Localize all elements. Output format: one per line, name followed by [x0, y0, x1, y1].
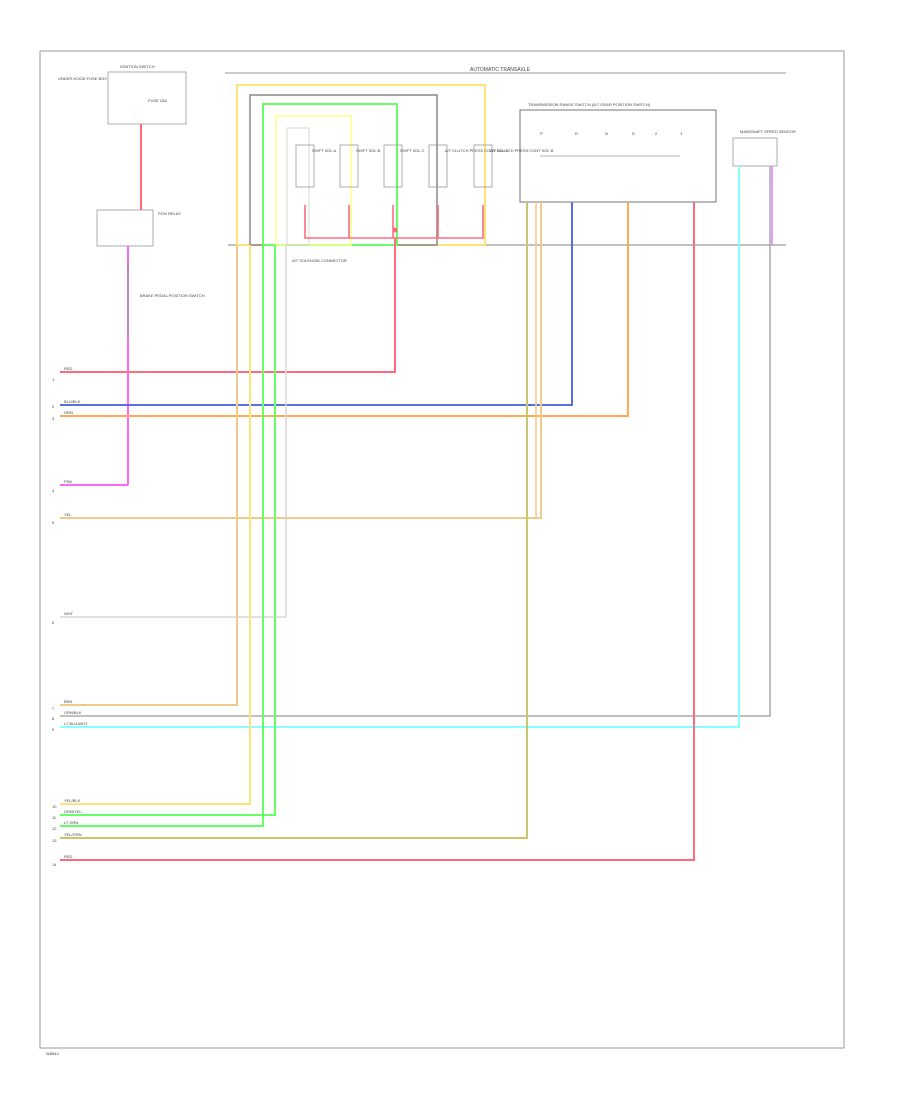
pin-number: 11: [52, 815, 57, 820]
wire-white: [60, 245, 287, 618]
solenoid-outer-yellow: [236, 84, 486, 246]
relay-box: [96, 209, 154, 247]
footer-code: W8844: [46, 1051, 59, 1056]
solenoid-c: SHIFT SOL C: [383, 144, 425, 188]
solenoid-a: SHIFT SOL A: [295, 144, 336, 188]
solenoid-b: SHIFT SOL B: [339, 144, 381, 188]
pin-number: 10: [52, 804, 57, 809]
brake-switch-label: BRAKE PEDAL POSITION SWITCH: [140, 293, 205, 298]
pin-number: 5: [52, 520, 55, 525]
solenoid-inner-green: [262, 103, 398, 246]
pin-number: 8: [52, 716, 55, 721]
speed-sensor-box: [732, 137, 778, 167]
wire-green-11: [60, 245, 276, 816]
wire-color-label: BLU/BLK: [64, 399, 81, 404]
range-switch-box: [519, 109, 717, 203]
wire-cyan: [60, 166, 740, 728]
fuse-box: [107, 71, 187, 125]
pin-number: 6: [52, 620, 55, 625]
range-contact: 2: [655, 131, 658, 136]
wire-gray-8: [60, 166, 771, 717]
solenoid-inner-light: [275, 115, 352, 246]
fuse-box-label: UNDER-HOOD FUSE BOX: [58, 76, 107, 81]
wire-color-label: YEL/GRN: [64, 832, 82, 837]
wire-color-label: PNK: [64, 479, 73, 484]
speed-sensor-title: MAINSHAFT SPEED SENSOR: [740, 129, 796, 134]
solenoid-label: A/T CLUTCH PRESS CONT SOL B: [490, 148, 554, 153]
range-switch-block: TRANSMISSION RANGE SWITCH (A/T GEAR POSI…: [519, 102, 717, 203]
switch-label: IGNITION SWITCH: [120, 64, 155, 69]
wire-tan-7: [60, 245, 238, 706]
solenoid-inner-gray: [249, 94, 438, 246]
range-contact: P: [540, 131, 543, 136]
pin-number: 4: [52, 488, 55, 493]
range-switch-title: TRANSMISSION RANGE SWITCH (A/T GEAR POSI…: [528, 102, 651, 107]
wire-runs: [60, 166, 773, 861]
wire-color-label: RED: [64, 854, 73, 859]
wire-orange: [60, 202, 629, 417]
pin-number: 1: [52, 377, 55, 382]
wire-green-12: [60, 245, 264, 827]
solenoid-inner-gray2: [286, 127, 310, 246]
range-contact: D: [632, 131, 635, 136]
solenoid-label: A/T CLUTCH PRESS CONT SOL A: [445, 148, 508, 153]
relay-label: PCM RELAY: [158, 211, 181, 216]
range-contact: 1: [680, 131, 683, 136]
wire-color-label: LT BLU/WHT: [64, 721, 88, 726]
wire-color-label: LT GRN: [64, 820, 78, 825]
solenoid-e: A/T CLUTCH PRESS CONT SOL B: [473, 144, 554, 188]
wire-olive-13: [60, 202, 528, 839]
wire-color-label: YEL: [64, 512, 72, 517]
wire-color-label: BRN: [64, 699, 73, 704]
wire-blue: [60, 202, 573, 406]
solenoid-label: SHIFT SOL A: [312, 148, 336, 153]
diagram-frame: [39, 50, 845, 1049]
solenoid-red-bus: [304, 205, 484, 239]
wire-tan-5: [60, 202, 542, 519]
left-labels: 1 RED 2 BLU/BLK 3 ORN 4 PNK 5 YEL 6 WHT …: [52, 366, 88, 867]
pin-number: 3: [52, 416, 55, 421]
solenoid-label: SHIFT SOL B: [356, 148, 381, 153]
wire-color-label: GRN/BLK: [64, 710, 82, 715]
wire-color-label: YEL/BLK: [64, 798, 81, 803]
fuse-label: FUSE 15A: [148, 98, 167, 103]
speed-sensor-block: MAINSHAFT SPEED SENSOR: [732, 129, 796, 167]
solenoid-label: SHIFT SOL C: [400, 148, 425, 153]
pin-number: 2: [52, 404, 55, 409]
wire-color-label: RED: [64, 366, 73, 371]
pin-number: 7: [52, 706, 55, 711]
pin-number: 9: [52, 727, 55, 732]
pin-number: 12: [52, 826, 57, 831]
range-contact: N: [605, 131, 608, 136]
solenoid-d: A/T CLUTCH PRESS CONT SOL A: [428, 144, 508, 188]
wire-color-label: ORN: [64, 410, 73, 415]
solenoid-connector-label: A/T SOLENOID CONNECTOR: [292, 258, 347, 263]
wire-red-14: [60, 202, 695, 861]
pin-number: 14: [52, 862, 57, 867]
solenoid-block: A/T SOLENOID CONNECTOR SHIFT SOL A SHIFT…: [236, 84, 554, 263]
wire-color-label: WHT: [64, 611, 74, 616]
wire-color-label: GRN/YEL: [64, 809, 82, 814]
wire-yellow-10: [60, 245, 251, 805]
solenoid-red-node: [392, 227, 398, 233]
range-contact: R: [575, 131, 578, 136]
left-power-block: UNDER-HOOD FUSE BOX IGNITION SWITCH FUSE…: [58, 64, 205, 486]
pin-number: 13: [52, 838, 57, 843]
wire-red-1: [60, 238, 396, 373]
header-title: AUTOMATIC TRANSAXLE: [470, 67, 531, 73]
